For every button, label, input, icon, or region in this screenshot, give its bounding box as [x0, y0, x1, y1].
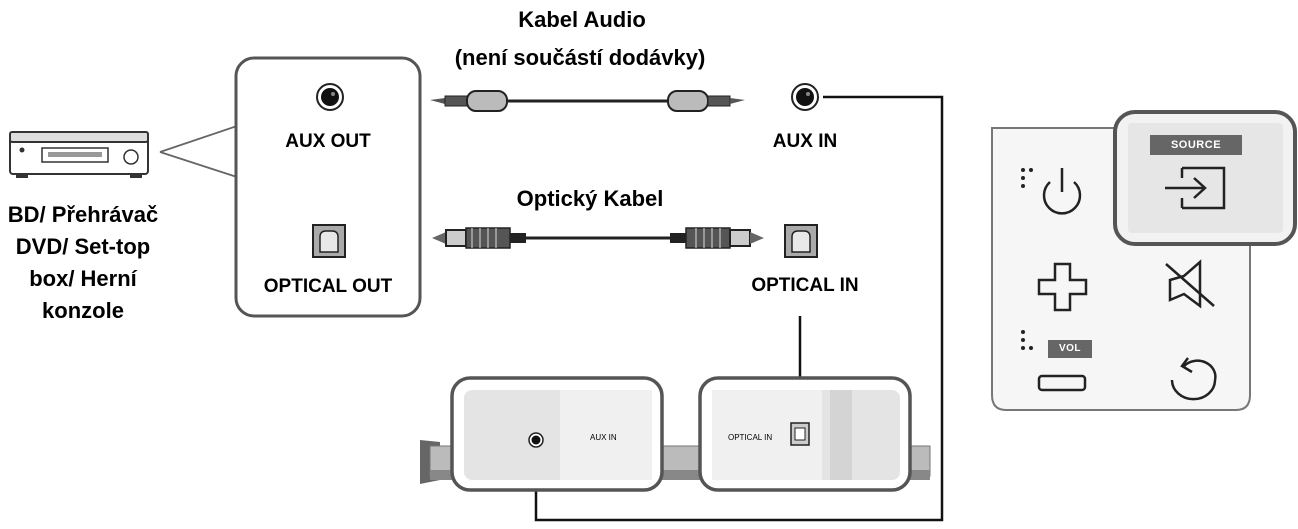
optical-out-port-icon — [312, 224, 346, 258]
soundbar-unit-rear — [420, 376, 931, 492]
control-panel — [991, 110, 1297, 411]
source-device-label-4: konzole — [42, 298, 124, 323]
unit-aux-in-label: AUX IN — [590, 433, 617, 442]
aux-route-line — [534, 95, 944, 522]
vol-dots — [1021, 330, 1033, 350]
source-output-panel — [234, 56, 422, 318]
aux-out-label: AUX OUT — [285, 131, 371, 152]
repeat-icon — [1170, 357, 1217, 401]
optical-out-label: OPTICAL OUT — [263, 276, 393, 297]
indicator-dots — [1021, 168, 1033, 188]
source-input-icon — [1165, 166, 1226, 210]
audio-cable-subtitle: (není součástí dodávky) — [454, 45, 706, 70]
source-device-label-2: DVD/ Set-top — [15, 234, 151, 259]
callout-pointer — [159, 124, 241, 179]
optical-cable-icon — [432, 227, 764, 249]
mute-icon — [1165, 259, 1215, 309]
audio-cable-title: Kabel Audio — [518, 7, 646, 32]
unit-optical-port-icon — [790, 422, 810, 446]
source-label-box — [1150, 135, 1242, 155]
source-device-label-3: box/ Herní — [29, 266, 137, 291]
aux-out-jack-icon — [316, 83, 344, 111]
optical-in-label: OPTICAL IN — [751, 275, 859, 296]
bd-player-icon — [9, 131, 149, 178]
aux-in-label: AUX IN — [772, 131, 838, 152]
volume-down-icon — [1037, 374, 1087, 392]
unit-optical-in-label: OPTICAL IN — [728, 433, 773, 442]
vol-label-box — [1048, 340, 1092, 358]
volume-up-icon — [1037, 262, 1088, 312]
power-icon — [1042, 168, 1082, 215]
optical-cable-title: Optický Kabel — [516, 186, 664, 211]
aux-in-jack-icon — [791, 83, 819, 111]
unit-aux-jack-icon — [528, 432, 544, 448]
optical-in-port-icon — [784, 224, 818, 258]
vol-label: VOL — [1058, 343, 1082, 354]
audio-cable-icon — [430, 90, 745, 112]
source-device-label-1: BD/ Přehrávač — [7, 202, 159, 227]
source-label: SOURCE — [1170, 139, 1222, 151]
